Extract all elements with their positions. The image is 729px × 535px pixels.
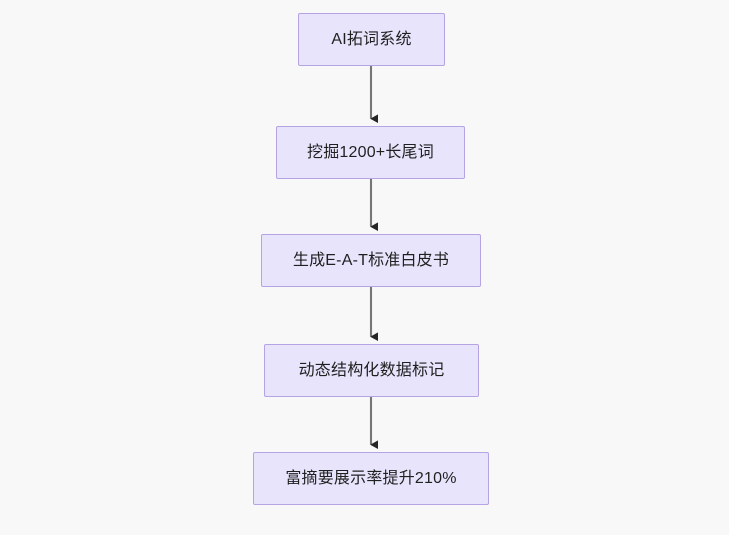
flow-node-ai-keyword-system[interactable]: AI拓词系统 xyxy=(298,13,445,66)
flow-node-label: 挖掘1200+长尾词 xyxy=(307,143,434,161)
flow-node-rich-snippet-impression-lift[interactable]: 富摘要展示率提升210% xyxy=(253,452,489,505)
flow-node-label: 动态结构化数据标记 xyxy=(298,361,445,379)
flow-node-label: 生成E-A-T标准白皮书 xyxy=(292,251,450,269)
flow-node-label: 富摘要展示率提升210% xyxy=(285,469,457,487)
flow-node-generate-eat-whitepaper[interactable]: 生成E-A-T标准白皮书 xyxy=(261,234,481,287)
flow-node-label: AI拓词系统 xyxy=(331,30,412,48)
flow-node-dynamic-structured-data-markup[interactable]: 动态结构化数据标记 xyxy=(264,344,479,397)
flow-node-mine-longtail-keywords[interactable]: 挖掘1200+长尾词 xyxy=(276,126,465,179)
